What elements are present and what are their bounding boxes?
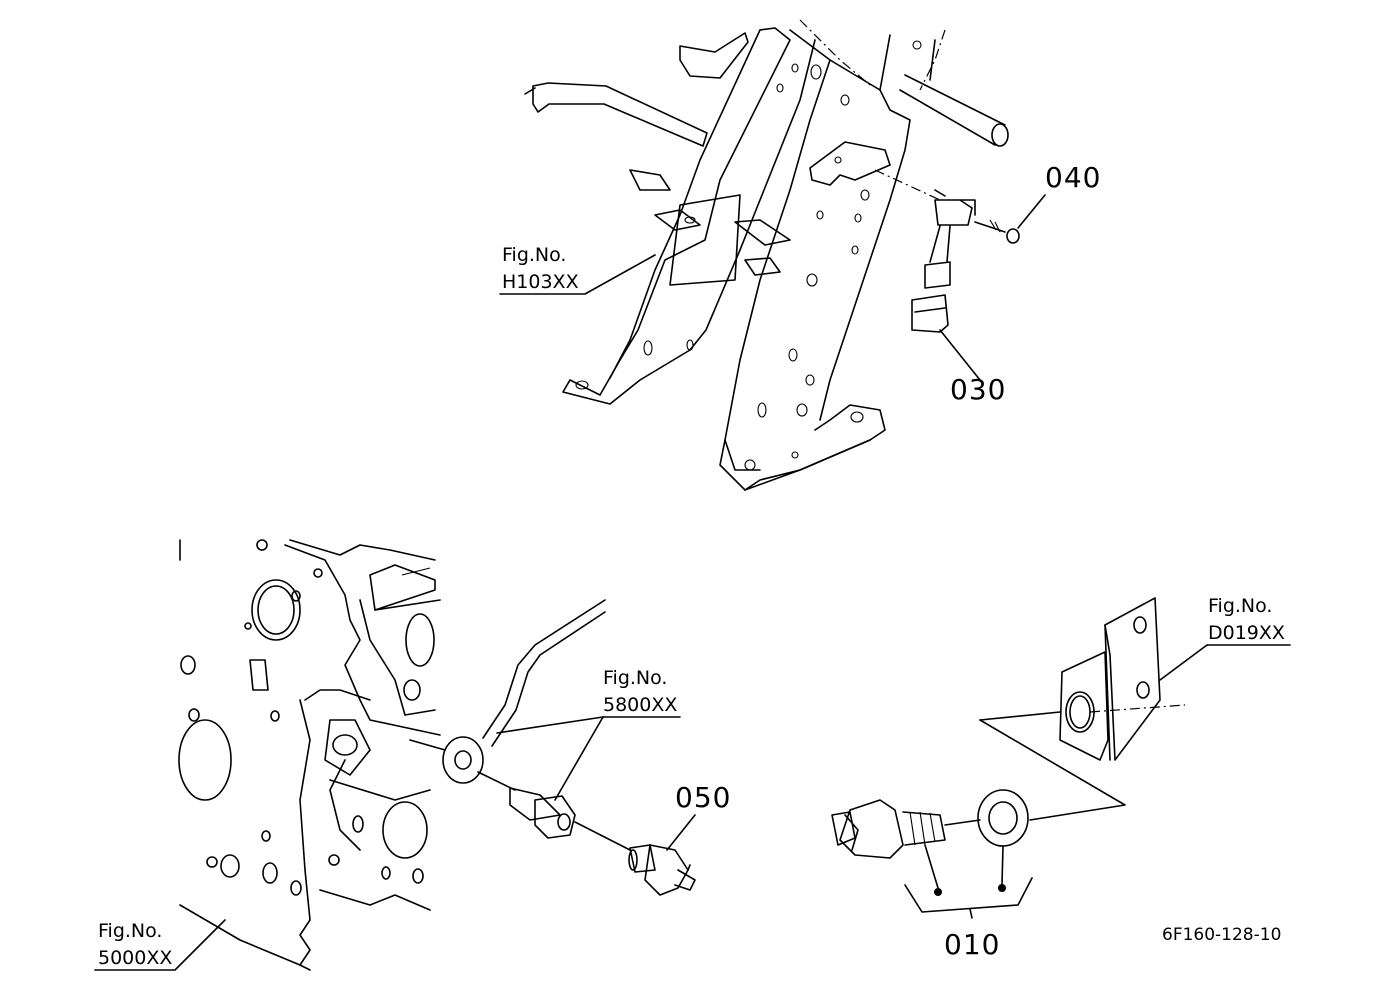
fig-h103-caption: Fig.No. [502, 244, 567, 266]
part-number-030: 030 [950, 373, 1007, 406]
oil-pipe [409, 599, 631, 851]
screw-040-drawing [974, 219, 1020, 244]
part-number-010: 010 [944, 928, 1001, 961]
switch-010-drawing [831, 789, 1033, 919]
fig-d019-caption: Fig.No. [1208, 595, 1273, 617]
drawing-code: 6F160-128-10 [1162, 925, 1282, 945]
fig-h103-number: H103XX [502, 271, 579, 293]
fig-d019-number: D019XX [1208, 622, 1285, 644]
oil-pressure-switch-050 [628, 844, 696, 896]
leader-lines [94, 194, 1291, 971]
fig-5800-number: 5800XX [603, 694, 678, 716]
switch-bracket [979, 597, 1186, 821]
fig-5000-number: 5000XX [98, 947, 173, 969]
engine-block [178, 539, 441, 971]
pedal-bracket-assembly [524, 19, 1009, 491]
part-number-050: 050 [675, 781, 732, 814]
switch-030-drawing [911, 189, 976, 333]
part-number-040: 040 [1045, 161, 1102, 194]
fig-5800-caption: Fig.No. [603, 667, 668, 689]
fig-5000-caption: Fig.No. [98, 920, 163, 942]
plate-holes [575, 40, 922, 471]
